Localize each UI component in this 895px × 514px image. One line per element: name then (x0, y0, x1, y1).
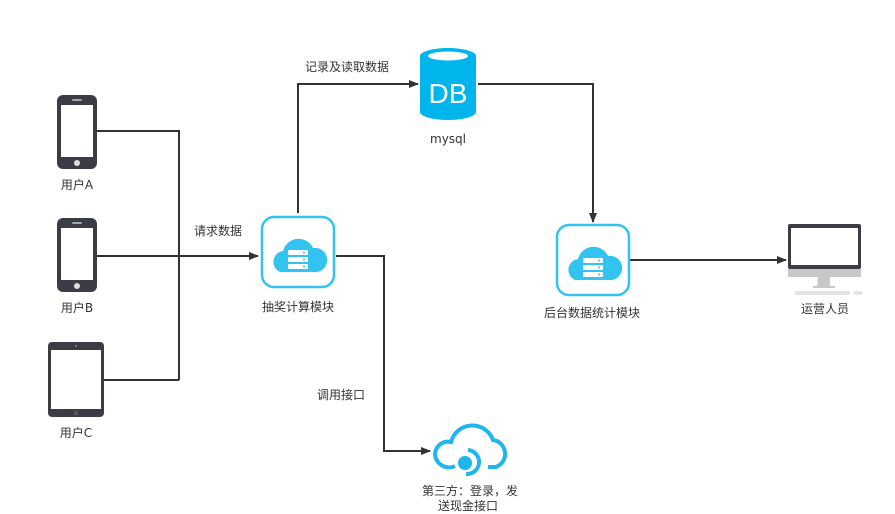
stats-module-icon[interactable] (555, 223, 631, 297)
user-b-label: 用户B (60, 301, 94, 315)
edge-lottery-to-db (297, 80, 419, 213)
database-icon[interactable]: DB (420, 48, 476, 120)
user-c-label: 用户C (59, 426, 93, 440)
operator-label: 运营人员 (800, 302, 850, 316)
tablet-icon[interactable] (48, 342, 104, 417)
edge-db-to-stats (478, 83, 597, 223)
lottery-module-label: 抽奖计算模块 (261, 300, 335, 314)
edge-record-label: 记录及读取数据 (305, 60, 390, 74)
edge-call-label: 调用接口 (317, 388, 366, 402)
smartphone-icon[interactable] (57, 95, 97, 169)
desktop-monitor-icon[interactable] (788, 224, 863, 295)
db-label: mysql (430, 132, 466, 146)
third-party-label-line2: 送现金接口 (437, 499, 499, 513)
user-a-label: 用户A (60, 178, 94, 192)
db-icon-text: DB (429, 78, 468, 109)
cloud-server-icon (273, 238, 328, 272)
third-party-label-line1: 第三方：登录，发 (421, 484, 519, 498)
lottery-module-icon[interactable] (260, 215, 336, 289)
stats-module-label: 后台数据统计模块 (543, 306, 641, 320)
cloud-api-icon[interactable] (432, 423, 508, 477)
smartphone-icon[interactable] (57, 218, 97, 292)
edge-lottery-to-third-party (336, 255, 431, 455)
edge-request-label: 请求数据 (194, 224, 243, 238)
cloud-server-icon (568, 246, 623, 280)
edge-user-a-bus (97, 130, 180, 380)
